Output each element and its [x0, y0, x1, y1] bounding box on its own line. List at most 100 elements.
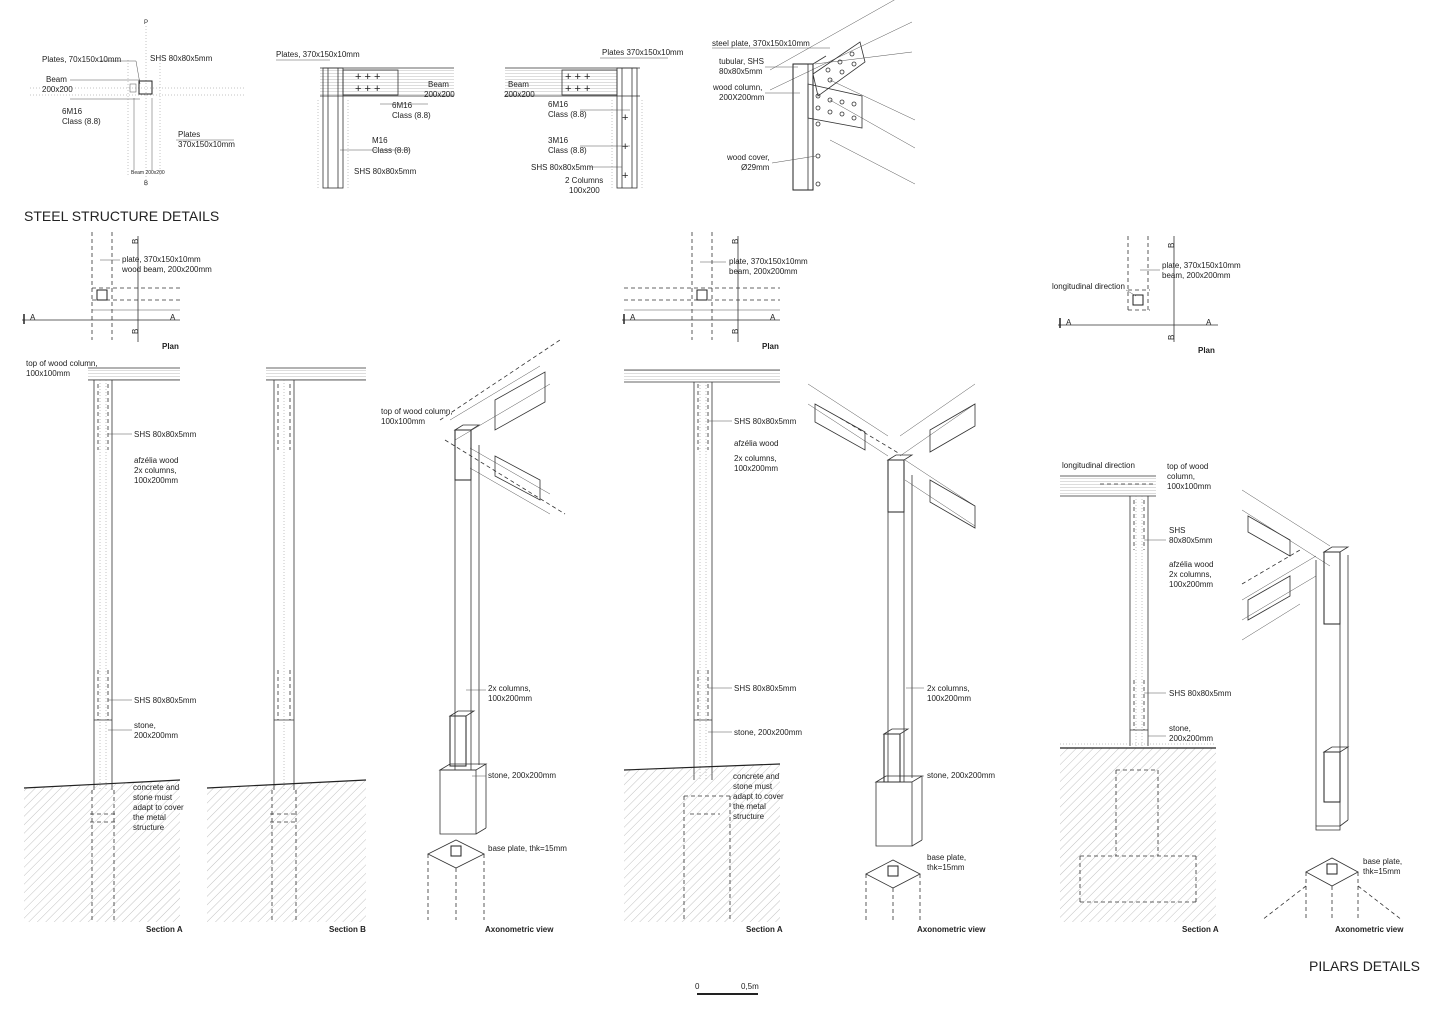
label-plate: plate, 370x150x10mm — [729, 257, 808, 266]
section-a-label: Section A — [1182, 925, 1219, 934]
group1-axonometric: top of wood column, 100x100mm 2x columns… — [381, 339, 567, 934]
label-shs-top: SHS 80x80x5mm — [134, 430, 197, 439]
label-concrete-3: adapt to cover — [733, 792, 784, 801]
label-beam: beam, 200x200mm — [1162, 271, 1231, 280]
mark-a-left: A — [630, 313, 636, 322]
mark-p-top: P — [144, 20, 148, 26]
label-top-wood-size: 100x100mm — [1167, 482, 1211, 491]
mark-b-top: B — [1167, 243, 1176, 248]
plan-label: Plan — [762, 342, 779, 351]
label-plates-small: Plates, 70x150x10mm — [42, 55, 121, 64]
label-shs-top: SHS 80x80x5mm — [734, 417, 797, 426]
label-tubular-size: 80x80x5mm — [719, 67, 763, 76]
axonometric-label: Axonometric view — [917, 925, 986, 934]
label-afzelia: afzélia wood — [734, 439, 778, 448]
label-columns-size: 100x200 — [569, 186, 600, 195]
label-shs-bottom: SHS 80x80x5mm — [1169, 689, 1232, 698]
label-stone: stone, — [1169, 724, 1191, 733]
label-wood-column-size: 200X200mm — [719, 93, 765, 102]
bolt-mark-1: + — [622, 112, 628, 124]
section-b-label: Section B — [329, 925, 366, 934]
label-concrete-2: stone must — [733, 782, 773, 791]
label-plates: Plates, 370x150x10mm — [276, 50, 360, 59]
label-beam-size: 200x200 — [424, 90, 455, 99]
label-tubular: tubular, SHS — [719, 57, 764, 66]
label-base-plate: base plate, — [927, 853, 966, 862]
label-stone-size: 200x200mm — [1169, 734, 1213, 743]
scale-end: 0,5m — [741, 982, 759, 991]
steel-detail-elevation-b: + + + + + + + + + Plates 370x150x10mm Be… — [504, 48, 684, 195]
label-wood-column: wood column, — [712, 83, 762, 92]
scale-zero: 0 — [695, 982, 700, 991]
plan-2: A A B B plate, 370x150x10mm beam, 200x20… — [622, 232, 808, 351]
label-afzelia: afzélia wood — [134, 456, 178, 465]
label-stone: stone, 200x200mm — [927, 771, 995, 780]
plan-1: A A B B plate, 370x150x10mm wood beam, 2… — [22, 232, 212, 351]
label-concrete-1: concrete and — [733, 772, 779, 781]
section-a-label: Section A — [746, 925, 783, 934]
label-top-wood: top of wood — [1167, 462, 1208, 471]
bolt-marks-row2: + + + — [355, 83, 380, 95]
plan-label: Plan — [1198, 346, 1215, 355]
group3-axonometric: base plate, thk=15mm Axonometric view — [1241, 489, 1404, 934]
label-plates: Plates — [178, 130, 200, 139]
label-columns-size: 100x200mm — [488, 694, 532, 703]
bolt-holes — [815, 51, 857, 187]
mark-a-right: A — [770, 313, 776, 322]
label-wood-cover-size: Ø29mm — [741, 163, 770, 172]
label-direction: longitudinal direction — [1062, 461, 1135, 470]
label-top-wood: top of wood column, — [381, 407, 453, 416]
label-3m16: 3M16 — [548, 136, 569, 145]
label-top-wood-size: 100x100mm — [381, 417, 425, 426]
mark-b-top: B — [131, 239, 140, 244]
label-top-wood: top of wood column, — [26, 359, 98, 368]
label-base-plate-size: thk=15mm — [1363, 867, 1401, 876]
section-a-label: Section A — [146, 925, 183, 934]
label-columns: 2x columns, — [927, 684, 970, 693]
mark-b-top: B — [731, 239, 740, 244]
axonometric-label: Axonometric view — [485, 925, 554, 934]
mark-a-right: A — [170, 313, 176, 322]
label-concrete-5: structure — [133, 823, 165, 832]
label-beam: Beam — [46, 75, 67, 84]
label-columns: 2 Columns — [565, 176, 603, 185]
steel-structure-title: STEEL STRUCTURE DETAILS — [24, 208, 219, 224]
label-plate: plate, 370x150x10mm — [1162, 261, 1241, 270]
bolt-marks-row1: + + + — [565, 71, 590, 83]
steel-detail-plan-joint: Plates, 70x150x10mm SHS 80x80x5mm Beam 2… — [30, 20, 245, 187]
label-plate: plate, 370x150x10mm — [122, 255, 201, 264]
label-beam: beam, 200x200mm — [729, 267, 798, 276]
mark-b-bottom: B — [131, 329, 140, 334]
label-shs-bottom: SHS 80x80x5mm — [734, 684, 797, 693]
label-beam: wood beam, 200x200mm — [121, 265, 212, 274]
label-concrete-3: adapt to cover — [133, 803, 184, 812]
label-bolts-class: Class (8.8) — [62, 117, 101, 126]
label-columns: 2x columns, — [134, 466, 177, 475]
label-stone: stone, 200x200mm — [734, 728, 802, 737]
label-top-wood-2: column, — [1167, 472, 1195, 481]
mark-b-bottom: B — [144, 181, 148, 187]
label-shs: SHS 80x80x5mm — [150, 54, 213, 63]
label-concrete-1: concrete and — [133, 783, 179, 792]
axonometric-label: Axonometric view — [1335, 925, 1404, 934]
label-columns: 2x columns, — [734, 454, 777, 463]
label-beam: Beam — [428, 80, 449, 89]
label-beam-size: 200x200 — [504, 90, 535, 99]
pilars-details-title: PILARS DETAILS — [1309, 958, 1420, 974]
label-beam-bottom: Beam 200x200 — [131, 170, 165, 176]
label-base-plate-size: thk=15mm — [927, 863, 965, 872]
label-concrete-4: the metal — [133, 813, 166, 822]
label-stone-size: 200x200mm — [134, 731, 178, 740]
plan-3: A A B B plate, 370x150x10mm beam, 200x20… — [1052, 236, 1241, 355]
bolt-mark-2: + — [622, 141, 628, 153]
scale-bar: 0 0,5m — [695, 982, 759, 995]
label-columns-size: 100x200mm — [734, 464, 778, 473]
label-shs-bottom: SHS 80x80x5mm — [134, 696, 197, 705]
label-concrete-4: the metal — [733, 802, 766, 811]
label-wood-cover: wood cover, — [726, 153, 770, 162]
label-shs: SHS 80x80x5mm — [531, 163, 594, 172]
mark-a-left: A — [1066, 318, 1072, 327]
mark-a-right: A — [1206, 318, 1212, 327]
bolt-marks-row1: + + + — [355, 71, 380, 83]
